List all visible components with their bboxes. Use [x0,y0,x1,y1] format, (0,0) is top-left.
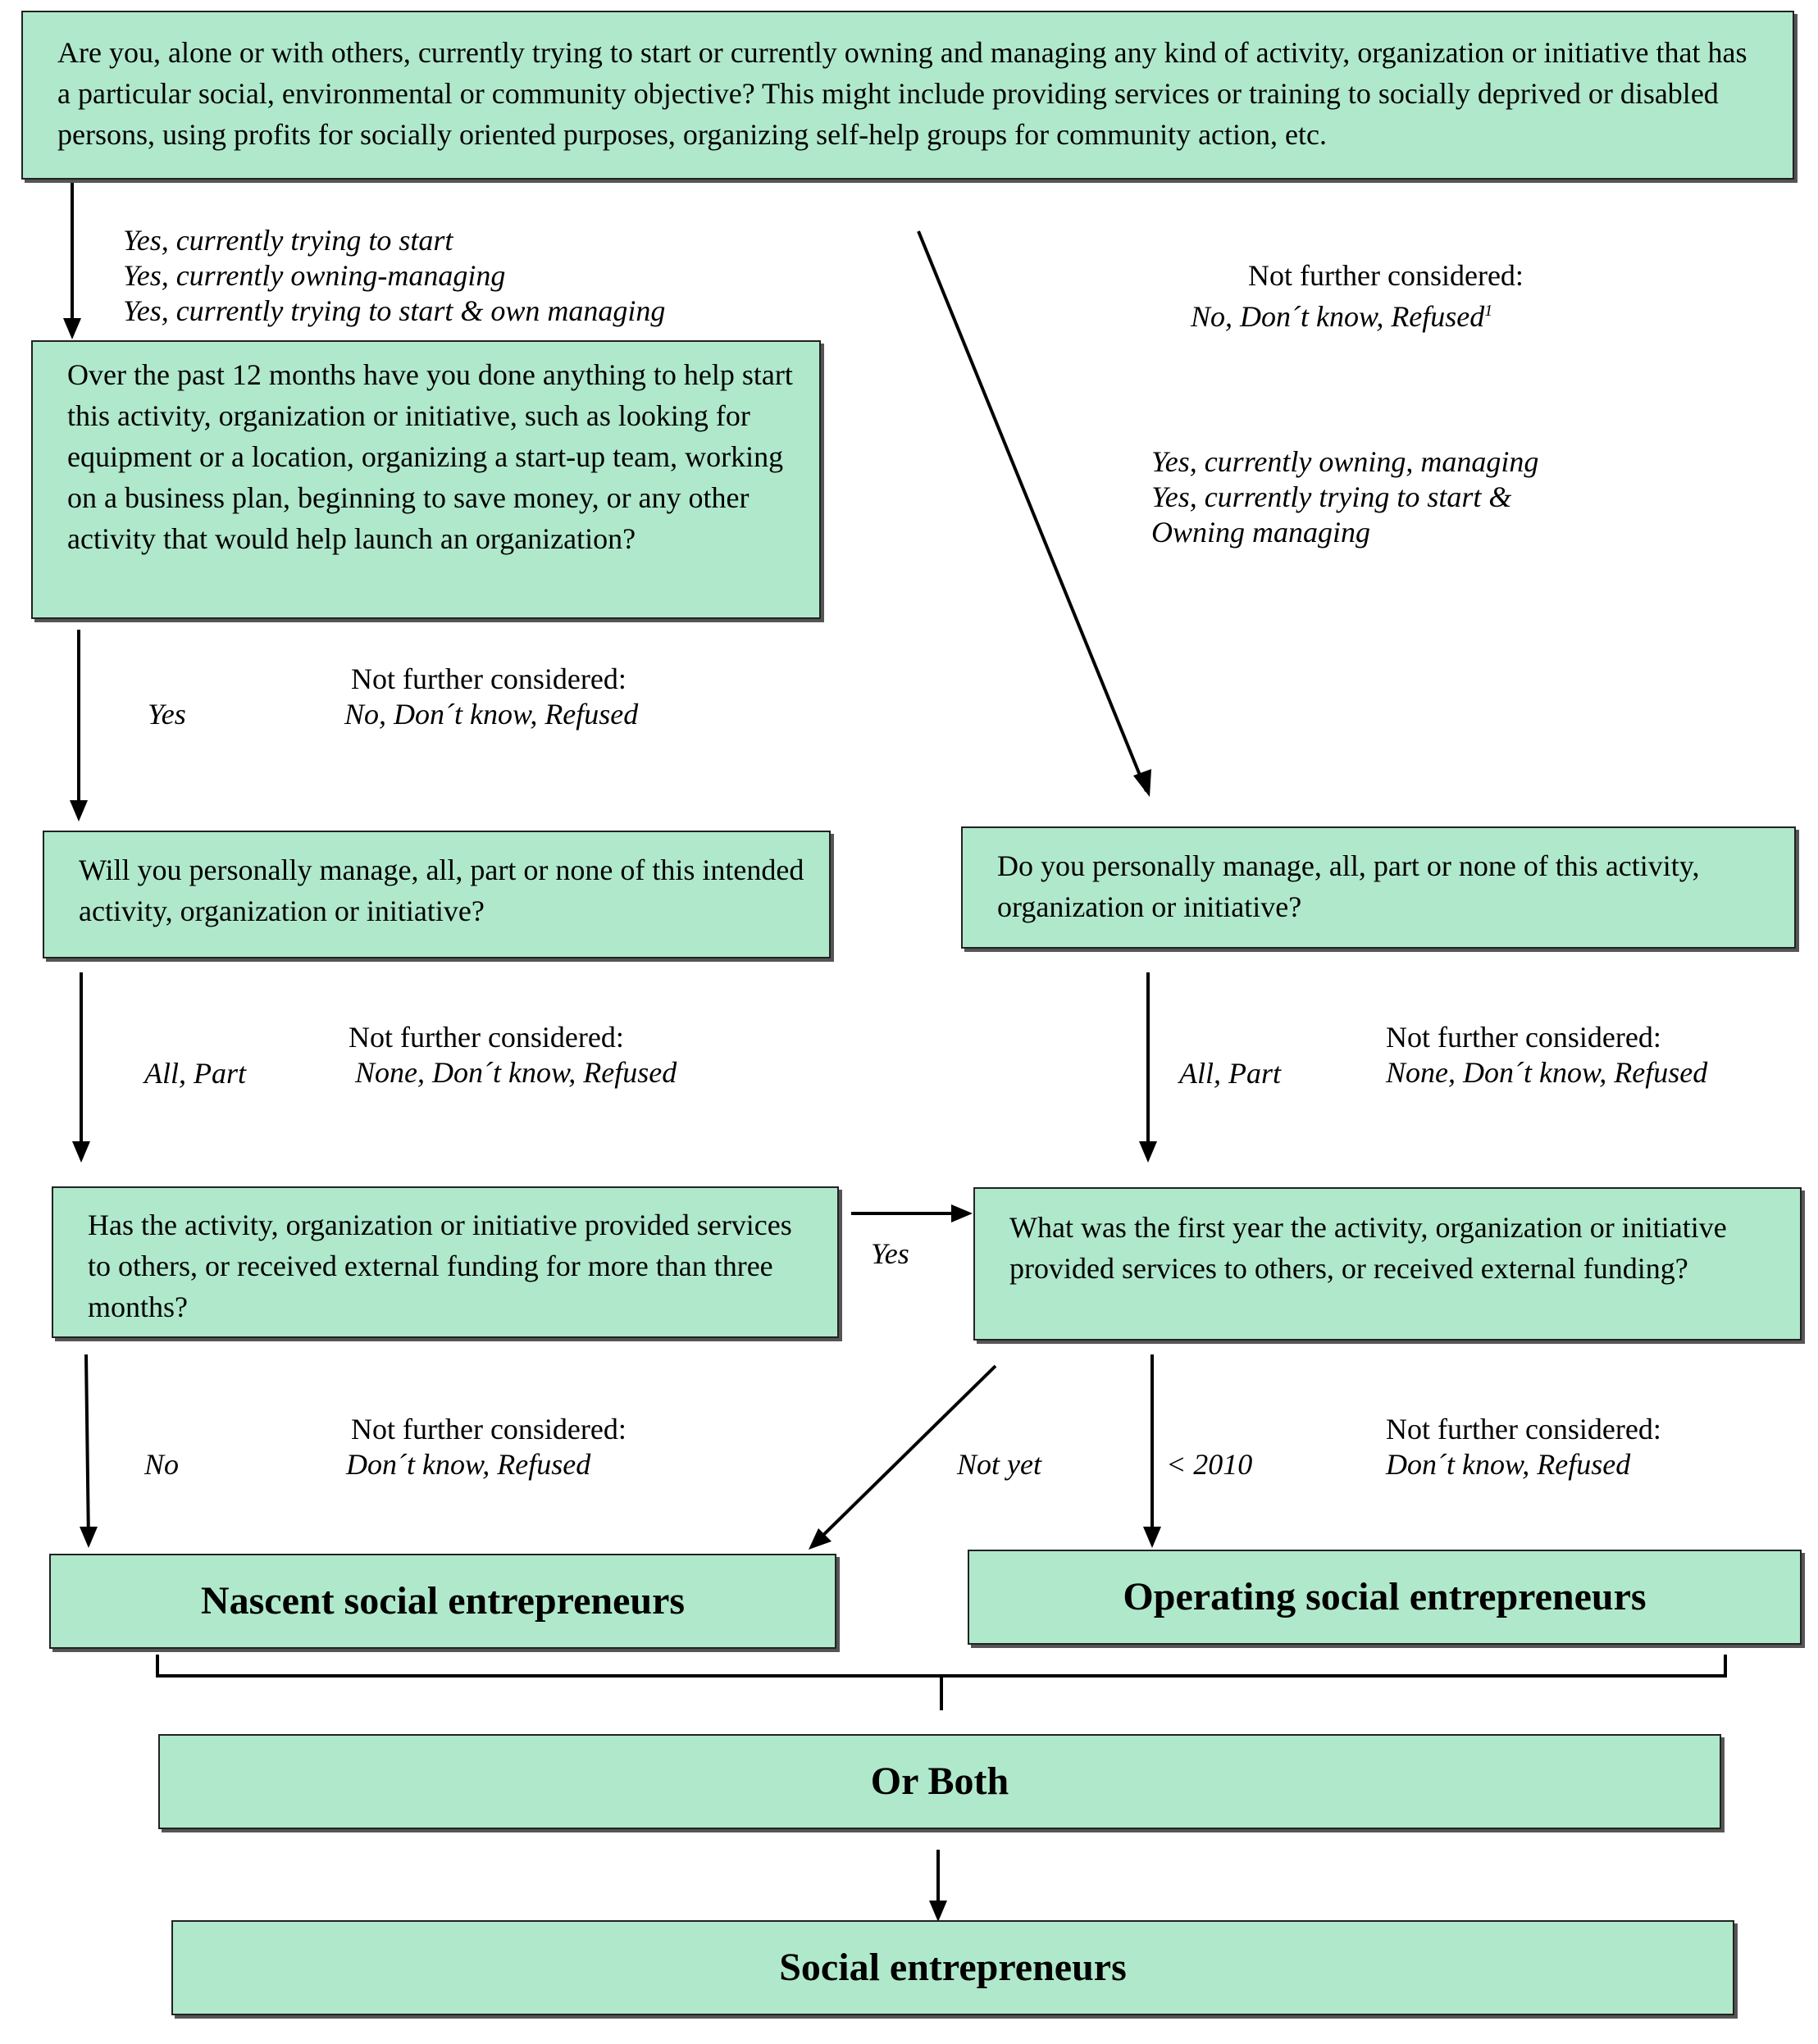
q4-left-no-answer: No [144,1448,180,1481]
question-box-social-activity: Are you, alone or with others, currently… [21,11,1794,180]
arrow-q4-right-to-nascent [812,1364,997,1546]
arrow-q4-left-to-nascent [84,1354,90,1544]
not-considered-values: No, Don´t know, Refused1 [1173,294,1599,335]
not-considered-values: None, Don´t know, Refused [1386,1056,1708,1089]
not-considered-values: None, Don´t know, Refused [355,1056,677,1089]
result-box-social-entrepreneurs: Social entrepreneurs [171,1920,1734,2015]
q2-not-considered: Not further considered: No, Don´t know, … [344,662,638,732]
not-considered-header: Not further considered: [1248,259,1524,292]
q1-right-yes-answers: Yes, currently owning, managing Yes, cur… [1151,444,1538,550]
result-box-operating: Operating social entrepreneurs [968,1550,1802,1645]
question-box-past-12-months: Over the past 12 months have you done an… [31,340,821,619]
arrowhead [809,1528,832,1550]
q3-right-not-considered: Not further considered: None, Don´t know… [1386,1020,1707,1090]
result-title: Nascent social entrepreneurs [200,1579,686,1623]
question-box-provided-services: Has the activity, organization or initia… [52,1186,839,1338]
q3-left-all-part: All, Part [144,1057,246,1090]
answer-option: Yes, currently owning, managing [1151,445,1539,478]
not-considered-header: Not further considered: [349,1021,624,1054]
question-text: Do you personally manage, all, part or n… [997,849,1700,923]
arrowhead [951,1204,973,1222]
question-text: Over the past 12 months have you done an… [67,358,793,555]
q4-left-not-considered: Not further considered: Don´t know, Refu… [346,1412,627,1482]
not-considered-values: Don´t know, Refused [1386,1448,1631,1481]
not-considered-values: No, Don´t know, Refused [344,698,639,731]
answer-option: Yes, currently trying to start & [1151,480,1512,513]
brace-connector [156,1655,1727,1710]
arrowhead [63,318,81,339]
not-considered-header: Not further considered: [351,662,627,695]
result-title: Social entrepreneurs [779,1946,1127,1989]
answer-option: Owning managing [1151,516,1371,549]
arrowhead [80,1527,98,1548]
footnote-marker: 1 [1484,302,1493,320]
arrow-q1-to-q3-right [917,230,1148,792]
not-considered-header: Not further considered: [1386,1021,1661,1054]
result-box-nascent: Nascent social entrepreneurs [49,1554,836,1649]
not-considered-header: Not further considered: [351,1413,627,1445]
arrowhead [929,1901,947,1922]
answer-option: Yes, currently owning-managing [123,259,506,292]
q3-right-all-part: All, Part [1179,1057,1281,1090]
q4-right-before-2010: < 2010 [1166,1448,1253,1481]
not-considered-values: Don´t know, Refused [346,1448,591,1481]
q3-left-not-considered: Not further considered: None, Don´t know… [349,1020,677,1090]
question-text: What was the first year the activity, or… [1009,1211,1727,1285]
arrowhead [1133,769,1151,797]
q4-yes-answer: Yes [871,1237,909,1270]
q1-not-considered: Not further considered: No, Don´t know, … [1173,258,1599,335]
question-text: Are you, alone or with others, currently… [57,36,1747,151]
question-text: Will you personally manage, all, part or… [79,854,804,927]
not-considered-header: Not further considered: [1386,1413,1661,1445]
values-text: No, Don´t know, Refused [1191,300,1485,333]
question-box-do-manage: Do you personally manage, all, part or n… [961,826,1796,949]
arrowhead [72,1141,90,1163]
arrowhead [1143,1527,1161,1548]
arrowheads [63,318,1161,1922]
answer-option: Yes, currently trying to start & own man… [123,294,666,327]
q4-right-not-yet: Not yet [957,1448,1041,1481]
q4-right-not-considered: Not further considered: Don´t know, Refu… [1386,1412,1661,1482]
question-text: Has the activity, organization or initia… [88,1209,792,1323]
arrowhead [1139,1141,1157,1163]
result-title: Operating social entrepreneurs [1123,1575,1647,1618]
q1-yes-answers: Yes, currently trying to start Yes, curr… [123,223,665,329]
question-box-first-year: What was the first year the activity, or… [973,1187,1802,1341]
question-box-will-manage: Will you personally manage, all, part or… [43,831,831,958]
answer-option: Yes, currently trying to start [123,224,453,257]
arrowhead [70,800,88,822]
result-title: Or Both [870,1759,1009,1803]
q2-yes-answer: Yes [148,698,186,731]
result-box-or-both: Or Both [158,1734,1721,1829]
